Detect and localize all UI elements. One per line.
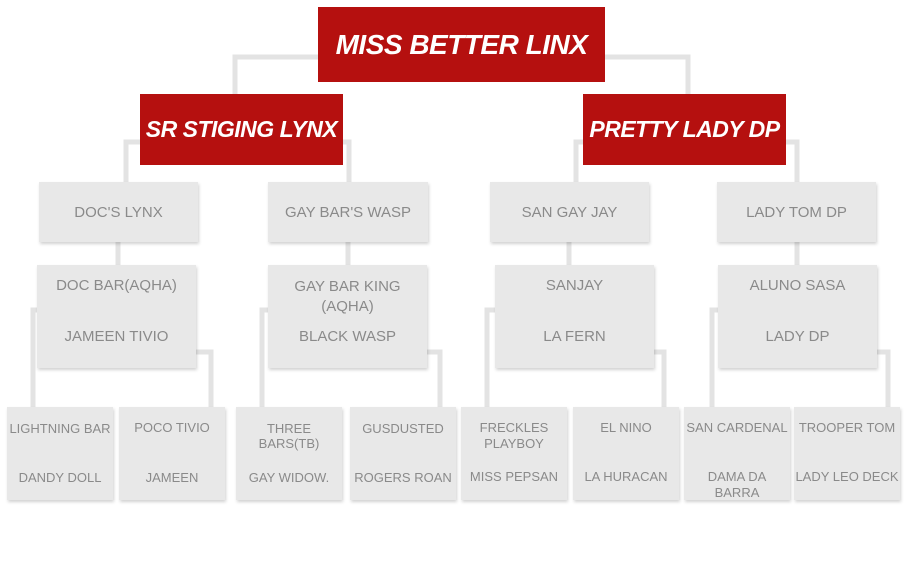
gen4-sire-name: EL NINO: [600, 420, 652, 435]
grandparent-box: GAY BAR'S WASP: [268, 182, 428, 242]
grandparent-box: LADY TOM DP: [717, 182, 876, 242]
sire-box: SR STIGING LYNX: [140, 94, 343, 165]
gen4-box: EL NINO LA HURACAN: [573, 407, 679, 500]
great-granddam-name: LA FERN: [543, 328, 606, 345]
gen4-dam-name: LADY LEO DECK: [795, 469, 899, 484]
gen4-sire-name: POCO TIVIO: [134, 420, 210, 435]
grandparent-box: SAN GAY JAY: [490, 182, 649, 242]
great-grandsire-name: DOC BAR(AQHA): [56, 277, 177, 294]
gen4-box: POCO TIVIO JAMEEN: [119, 407, 225, 500]
gen4-sire-name: SAN CARDENAL: [686, 420, 788, 435]
sire-name: SR STIGING LYNX: [145, 116, 338, 142]
gen4-dam-name: LA HURACAN: [584, 469, 668, 484]
gen4-box: TROOPER TOM LADY LEO DECK: [794, 407, 900, 500]
dam-box: PRETTY LADY DP: [583, 94, 786, 165]
great-grandsire-name: GAY BAR KING (AQHA): [294, 278, 401, 315]
gen4-dam-name: ROGERS ROAN: [354, 470, 452, 485]
gen4-sire-name: GUSDUSTED: [362, 421, 444, 436]
gen4-dam-name: DANDY DOLL: [18, 470, 102, 485]
great-granddam-name: BLACK WASP: [299, 328, 396, 345]
gen4-sire-name: LIGHTNING BAR: [9, 421, 111, 436]
root-horse-name: MISS BETTER LINX: [335, 28, 588, 60]
gen4-box: GUSDUSTED ROGERS ROAN: [350, 407, 456, 500]
great-grandparents-box: ALUNO SASA LADY DP: [718, 265, 877, 368]
great-granddam-name: JAMEEN TIVIO: [64, 328, 169, 345]
grandparent-name: SAN GAY JAY: [521, 203, 618, 221]
gen4-dam-name: GAY WIDOW.: [248, 470, 330, 485]
grandparent-name: LADY TOM DP: [746, 203, 847, 221]
root-horse: MISS BETTER LINX: [318, 7, 605, 82]
gen4-sire-name: THREE BARS(TB): [258, 421, 320, 451]
great-grandparents-box: SANJAY LA FERN: [495, 265, 654, 368]
gen4-dam-name: MISS PEPSAN: [469, 469, 559, 484]
grandparent-box: DOC'S LYNX: [39, 182, 198, 242]
gen4-box: LIGHTNING BAR DANDY DOLL: [7, 407, 113, 500]
gen4-dam-name: JAMEEN: [145, 470, 199, 485]
gen4-sire-name: TROOPER TOM: [798, 420, 896, 435]
great-grandsire-name: ALUNO SASA: [749, 277, 846, 294]
grandparent-name: DOC'S LYNX: [74, 203, 163, 221]
gen4-sire-name: FRECKLES PLAYBOY: [479, 420, 549, 451]
great-grandsire-name: SANJAY: [545, 277, 604, 294]
great-granddam-name: LADY DP: [765, 328, 830, 345]
great-grandparents-box: DOC BAR(AQHA) JAMEEN TIVIO: [37, 265, 196, 368]
great-grandparents-box: GAY BAR KING (AQHA) BLACK WASP: [268, 265, 427, 368]
gen4-dam-name: DAMA DA BARRA: [707, 469, 767, 500]
gen4-box: SAN CARDENAL DAMA DA BARRA: [684, 407, 790, 500]
dam-name: PRETTY LADY DP: [589, 116, 780, 142]
grandparent-name: GAY BAR'S WASP: [285, 203, 411, 221]
gen4-box: FRECKLES PLAYBOY MISS PEPSAN: [461, 407, 567, 500]
gen4-box: THREE BARS(TB) GAY WIDOW.: [236, 407, 342, 500]
